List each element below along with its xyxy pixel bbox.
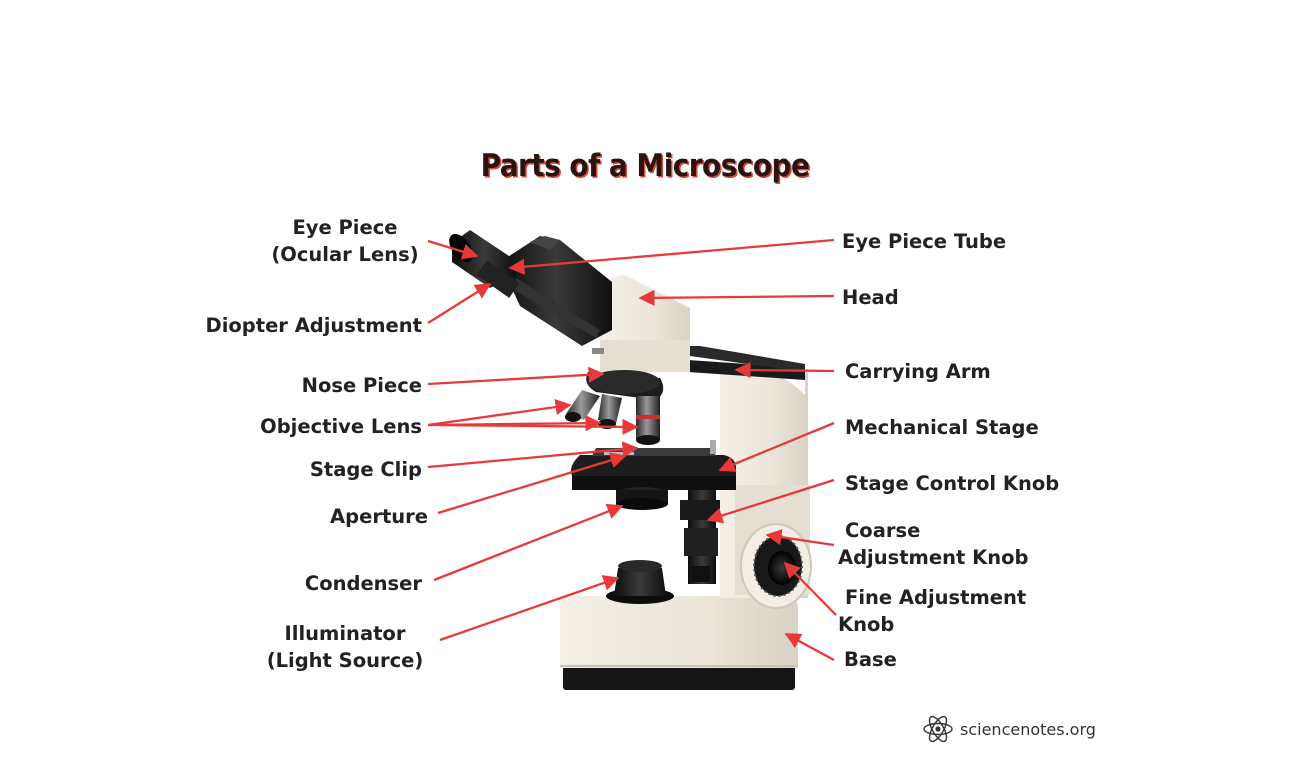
arrow-stage-clip [427,441,639,469]
pointer-arrows [427,238,837,662]
diagram-title: Parts of a Microscope [480,148,810,184]
arrow-objective-3 [427,418,639,435]
label-illuminator: Illuminator (Light Source) [258,620,432,674]
base-part [560,596,798,690]
arrow-objective-1 [427,399,572,427]
arrow-base [784,632,835,662]
label-fine-line1: Fine Adjustment [845,586,1027,609]
label-eye-piece-line2: (Ocular Lens) [271,243,419,266]
arrow-carrying-arm [734,362,835,379]
atom-icon [923,715,953,743]
brand-text: sciencenotes.org [960,719,1096,739]
condenser-part [616,487,668,510]
arrow-aperture [437,452,627,515]
label-eye-piece-line1: Eye Piece [292,216,398,239]
arrow-nose-piece [427,366,605,386]
microscope-illustration [449,230,812,690]
label-carrying-arm: Carrying Arm [845,360,991,383]
head-part [592,275,690,372]
arrow-eye-piece-tube [508,238,835,275]
label-coarse-line2: Adjustment Knob [838,546,1029,569]
label-mechanical-stage: Mechanical Stage [845,416,1039,439]
label-eye-piece: Eye Piece (Ocular Lens) [262,214,428,268]
illuminator-part [606,560,674,604]
label-coarse-line1: Coarse [845,519,921,542]
arrow-illuminator [439,575,620,642]
arrow-diopter [427,283,492,324]
objective-lens-part [565,390,660,445]
label-aperture: Aperture [330,505,428,528]
label-eye-piece-tube: Eye Piece Tube [842,230,1007,253]
arrow-eye-piece [427,239,479,260]
stage-control-knob-part [680,490,720,584]
label-diopter-adjustment: Diopter Adjustment [205,314,422,337]
nose-piece-part [586,370,664,400]
label-objective-lens: Objective Lens [260,415,422,438]
label-condenser: Condenser [304,572,422,595]
label-base: Base [844,648,897,671]
arrow-head [638,289,835,306]
label-stage-control-knob: Stage Control Knob [845,472,1060,495]
label-fine-line2: Knob [838,613,895,636]
label-illuminator-line2: (Light Source) [266,649,424,672]
eye-piece-tube-part [500,236,612,346]
eye-piece-part [449,230,520,298]
label-fine-adjustment-knob: Fine Adjustment Knob [838,584,1026,638]
label-head: Head [842,286,899,309]
arrow-coarse-adjustment [765,529,835,547]
label-nose-piece: Nose Piece [301,374,422,397]
label-coarse-adjustment-knob: Coarse Adjustment Knob [838,517,1028,571]
label-stage-clip: Stage Clip [309,458,422,481]
brand: sciencenotes.org [922,714,1096,744]
arrow-condenser [433,503,624,582]
fine-adjustment-knob-part [768,551,796,585]
label-illuminator-line1: Illuminator [284,622,406,645]
arrow-mechanical-stage [718,421,835,472]
arrow-fine-adjustment [783,561,837,616]
arrow-stage-control-knob [706,478,835,524]
